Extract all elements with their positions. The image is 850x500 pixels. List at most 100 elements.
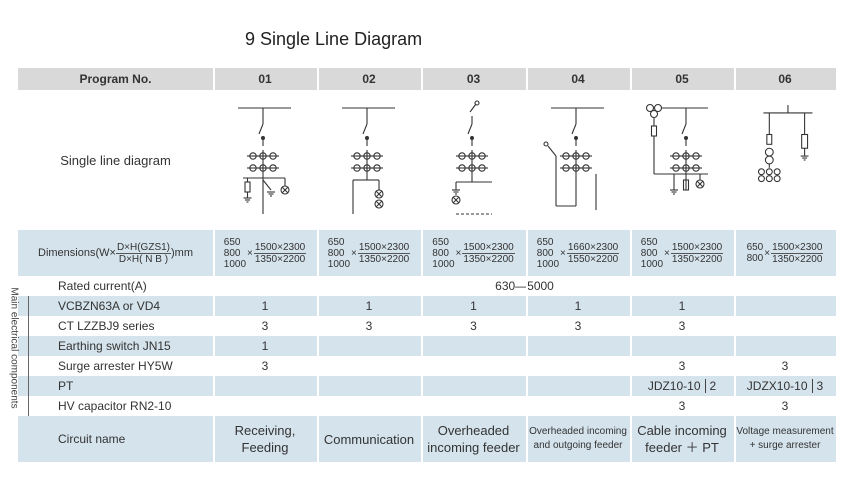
component-value — [526, 336, 630, 356]
component-value: 3 — [678, 319, 686, 333]
diagram-cell-5 — [630, 90, 734, 230]
dim-den: 1350×2200 — [671, 253, 723, 265]
component-label: Earthing switch JN15 — [58, 339, 171, 353]
component-value — [213, 376, 317, 396]
single-line-diagram-icon — [450, 100, 492, 215]
component-value — [526, 396, 630, 416]
rated-current-value: 630—5000 — [495, 279, 554, 293]
pt-model: JDZX10-10 — [746, 379, 808, 393]
column-divider — [526, 68, 528, 462]
component-value — [526, 356, 630, 376]
circuit-name-1: Receiving,Feeding — [213, 416, 317, 462]
column-divider — [630, 68, 632, 462]
components-category-label: Main electrical components — [5, 282, 23, 414]
circuit-name-line: Feeding — [241, 440, 289, 455]
component-value: 3 — [781, 399, 789, 413]
component-value: 1 — [574, 299, 582, 313]
pt-count: 3 — [816, 379, 824, 393]
component-value: 3 — [261, 359, 269, 373]
component-value: 3 — [781, 359, 789, 373]
dim-num: 1660×2300 — [566, 241, 620, 254]
circuit-name-2: Communication — [317, 416, 421, 462]
column-divider — [421, 68, 423, 462]
component-label: Surge arrester HY5W — [58, 359, 173, 373]
component-value — [213, 396, 317, 416]
component-value: 3 — [365, 319, 373, 333]
header-program-3: 03 — [466, 72, 481, 86]
diagram-row-label: Single line diagram — [60, 152, 171, 168]
component-value — [421, 336, 526, 356]
dimensions-row: Dimensions(W×D×H(GZS1)D×H( N B ))mm 650 8… — [18, 230, 836, 276]
circuit-name-6: Voltage measurement+ surge arrester — [734, 416, 836, 462]
circuit-name-line: Overheaded — [437, 423, 510, 438]
component-value — [317, 336, 421, 356]
component-value — [421, 356, 526, 376]
header-program-6: 06 — [778, 72, 792, 86]
dim-label-prefix: Dimensions(W× — [38, 247, 116, 259]
dim-den: 1350×2200 — [463, 253, 514, 265]
component-value: 3 — [470, 319, 477, 333]
circuit-name-line: incoming feeder — [427, 440, 520, 455]
dim-widths: 650 800 1000 — [536, 236, 560, 270]
component-value — [734, 316, 836, 336]
dim-num: 1500×2300 — [462, 241, 515, 254]
single-line-diagram-icon — [342, 107, 395, 214]
circuit-name-3: Overheaded incoming feeder — [421, 416, 526, 462]
component-label: HV capacitor RN2-10 — [58, 399, 172, 413]
header-program-label: Program No. — [79, 72, 152, 86]
diagram-cell-2 — [317, 90, 421, 230]
dim-label-num: D×H(GZS1) — [115, 241, 171, 254]
component-value — [734, 336, 836, 356]
pt-count: 2 — [709, 379, 717, 393]
dim-label-fraction: D×H(GZS1)D×H( N B ) — [115, 241, 171, 265]
single-line-diagram-icon — [645, 103, 708, 195]
header-program-1: 01 — [258, 72, 272, 86]
component-value — [421, 376, 526, 396]
column-divider — [734, 68, 736, 462]
component-label: VCBZN63A or VD4 — [58, 299, 161, 313]
component-value — [317, 396, 421, 416]
circuit-name-line: Voltage measurement — [736, 426, 834, 437]
circuit-name-line: feeder ＋ PT — [645, 440, 719, 455]
component-row: Surge arrester HY5W 3 3 3 — [18, 356, 836, 376]
component-label: PT — [58, 379, 74, 393]
component-value — [526, 376, 630, 396]
dim-label-suffix: )mm — [171, 247, 193, 259]
component-value: 1 — [261, 299, 269, 313]
diagram-row: Single line diagram — [18, 90, 836, 230]
dim-den: 1350×2200 — [254, 253, 306, 265]
pt-separator — [811, 379, 813, 393]
column-divider — [213, 68, 215, 462]
components-category-text: Main electrical components — [8, 287, 20, 409]
column-divider — [317, 68, 319, 462]
component-value: 3 — [678, 359, 686, 373]
single-line-diagram-icon — [543, 107, 604, 210]
dim-den: 1350×2200 — [772, 253, 823, 265]
component-value — [630, 336, 734, 356]
rated-current-row: Rated current(A)630—5000 — [18, 276, 836, 296]
diagram-cell-1 — [213, 90, 317, 230]
dim-widths: 650 800 1000 — [223, 236, 247, 270]
header-program-5: 05 — [675, 72, 689, 86]
component-value: 3 — [574, 319, 582, 333]
dim-num: 1500×2300 — [253, 241, 307, 254]
dimensions-label: Dimensions(W×D×H(GZS1)D×H( N B ))mm — [18, 230, 213, 276]
component-value: JDZX10-10 3 — [734, 376, 836, 396]
component-row: HV capacitor RN2-10 3 3 — [18, 396, 836, 416]
component-value: 3 — [678, 399, 686, 413]
component-value — [734, 296, 836, 316]
